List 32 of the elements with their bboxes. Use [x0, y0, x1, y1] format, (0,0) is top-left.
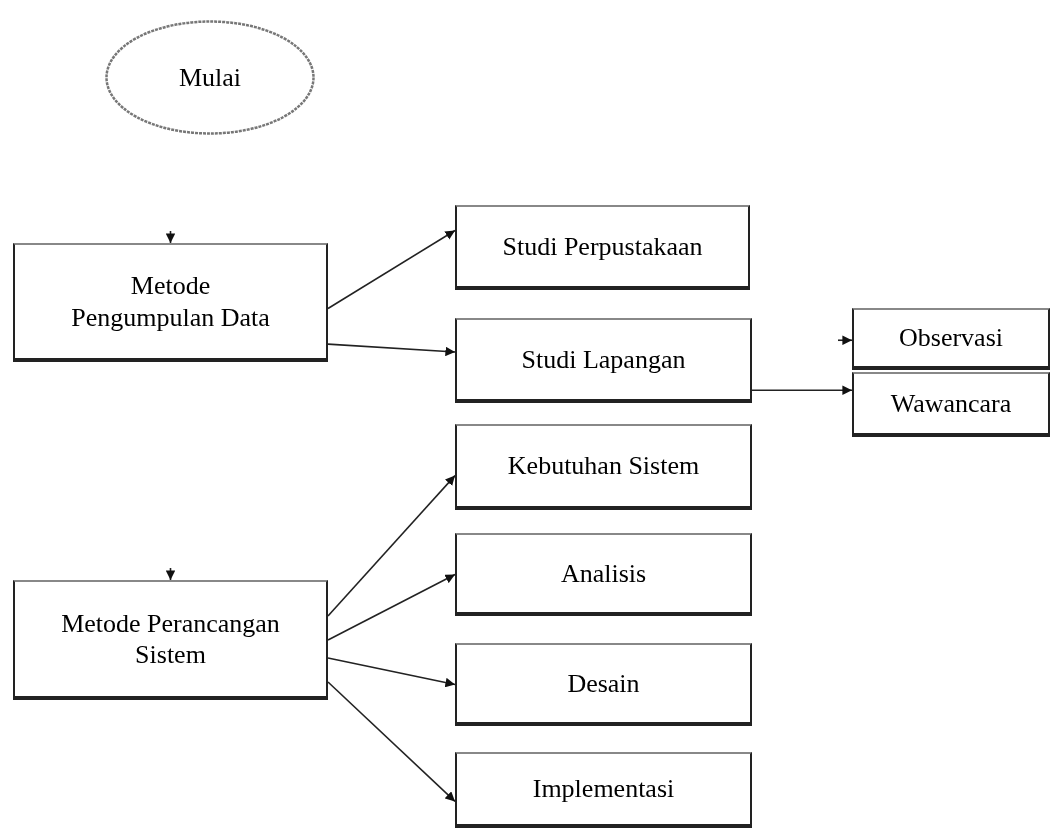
process-box — [13, 580, 328, 700]
node-label: Implementasi — [532, 773, 675, 805]
arrow — [751, 385, 853, 395]
node-label: Observasi — [899, 322, 1003, 354]
arrow — [327, 343, 456, 357]
arrow — [327, 657, 456, 688]
process-box — [455, 205, 750, 290]
arrow — [165, 567, 176, 581]
process-box — [13, 243, 328, 362]
arrow — [327, 229, 456, 310]
process-box — [455, 424, 752, 510]
node-label: Studi Lapangan — [521, 343, 686, 376]
node-label: Kebutuhan Sistem — [507, 450, 700, 482]
arrow — [327, 681, 456, 803]
process-box — [455, 533, 752, 616]
arrow — [327, 573, 456, 641]
node-label: Desain — [567, 667, 640, 700]
arrow — [837, 335, 853, 346]
process-box — [852, 372, 1050, 437]
arrow — [327, 474, 456, 617]
node-label: Mulai — [178, 61, 242, 94]
node-label: Analisis — [560, 557, 647, 590]
node-label: Metode Perancangan Sistem — [60, 607, 281, 671]
process-box — [455, 752, 752, 828]
arrow — [165, 230, 176, 244]
process-box — [455, 643, 752, 726]
node-label: Wawancara — [890, 387, 1012, 420]
process-box — [455, 318, 752, 403]
node-label: Studi Perpustakaan — [502, 230, 703, 263]
process-box — [852, 308, 1050, 370]
node-label: Metode Pengumpulan Data — [70, 270, 271, 333]
start-ellipse — [105, 20, 315, 135]
